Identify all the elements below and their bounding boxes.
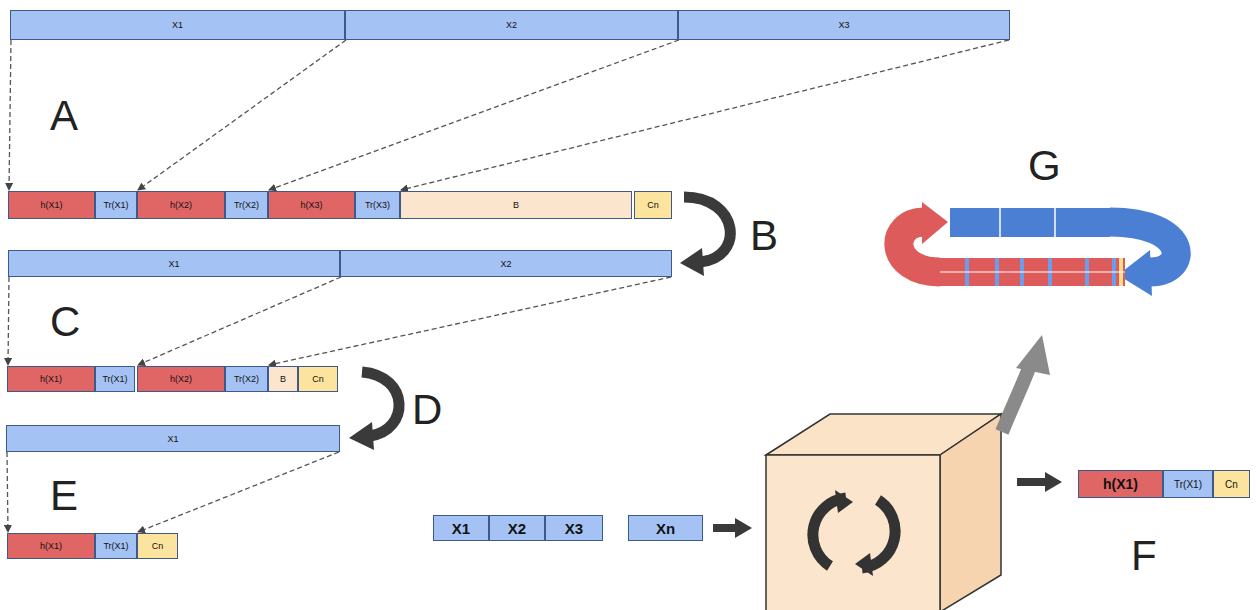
segment-label: Tr(X1) bbox=[103, 541, 128, 551]
segment-label: X3 bbox=[838, 20, 849, 30]
arrow bbox=[1002, 335, 1050, 432]
segment-box: Tr(X1) bbox=[95, 533, 137, 559]
segment-label: B bbox=[280, 374, 286, 384]
segment-label: Cn bbox=[152, 541, 164, 551]
segment-box: B bbox=[400, 191, 632, 219]
segment-box: h(X3) bbox=[268, 191, 355, 219]
segment-box: Cn bbox=[137, 533, 178, 559]
segment-label: Tr(X1) bbox=[1174, 479, 1202, 490]
segment-box: X1 bbox=[8, 250, 340, 277]
cycle-illustration bbox=[899, 202, 1176, 296]
segment-label: h(X2) bbox=[170, 374, 192, 384]
mapping-arrow bbox=[401, 40, 1009, 190]
segment-label: B bbox=[513, 200, 519, 210]
segment-label: X3 bbox=[565, 520, 583, 537]
segment-box: X3 bbox=[545, 515, 603, 541]
curved-arrow bbox=[680, 197, 730, 276]
segment-label: h(X3) bbox=[300, 200, 322, 210]
segment-label: h(X2) bbox=[170, 200, 192, 210]
segment-label: X1 bbox=[167, 434, 178, 444]
segment-box: X2 bbox=[345, 10, 678, 40]
mapping-arrow bbox=[138, 40, 346, 190]
segment-label: X2 bbox=[508, 520, 526, 537]
segment-label: Tr(X3) bbox=[365, 200, 390, 210]
segment-box: Cn bbox=[298, 366, 338, 392]
segment-label: Cn bbox=[647, 200, 659, 210]
segment-label: h(X1) bbox=[40, 541, 62, 551]
segment-box: h(X1) bbox=[1078, 470, 1163, 498]
segment-box: Cn bbox=[634, 191, 672, 219]
segment-label: Tr(X1) bbox=[103, 200, 128, 210]
mapping-arrow bbox=[8, 277, 9, 365]
segment-box: B bbox=[268, 366, 298, 392]
mapping-arrow bbox=[269, 40, 679, 190]
step-letter: E bbox=[50, 472, 78, 520]
break-mark bbox=[605, 512, 622, 543]
segment-box: Tr(X2) bbox=[225, 366, 268, 392]
segment-box: Tr(X3) bbox=[355, 191, 400, 219]
segment-box: Xn bbox=[628, 515, 703, 541]
step-letter: G bbox=[1028, 142, 1061, 190]
segment-label: Cn bbox=[1225, 479, 1238, 490]
segment-box: X1 bbox=[6, 425, 340, 452]
segment-label: Cn bbox=[312, 374, 324, 384]
mapping-arrow bbox=[7, 452, 8, 532]
segment-label: h(X1) bbox=[40, 374, 62, 384]
segment-label: Tr(X1) bbox=[102, 374, 127, 384]
segment-label: Tr(X2) bbox=[234, 374, 259, 384]
mapping-arrow bbox=[138, 452, 339, 532]
segment-label: Xn bbox=[656, 520, 675, 537]
segment-label: X2 bbox=[500, 259, 511, 269]
segment-box: Tr(X1) bbox=[95, 191, 137, 219]
segment-box: X1 bbox=[433, 515, 489, 541]
step-letter: D bbox=[412, 386, 442, 434]
segment-label: h(X1) bbox=[1103, 476, 1138, 492]
mapping-arrow bbox=[269, 277, 671, 365]
arrow bbox=[713, 518, 752, 538]
segment-box: Tr(X1) bbox=[95, 366, 135, 392]
segment-label: X1 bbox=[168, 259, 179, 269]
segment-label: X1 bbox=[172, 20, 183, 30]
segment-box: Tr(X1) bbox=[1163, 470, 1213, 498]
segment-box: h(X1) bbox=[8, 191, 95, 219]
segment-box: h(X2) bbox=[137, 366, 225, 392]
segment-label: h(X1) bbox=[40, 200, 62, 210]
segment-label: X1 bbox=[452, 520, 470, 537]
curved-arrow bbox=[349, 372, 399, 450]
mapping-arrow bbox=[138, 277, 341, 365]
segment-box: X2 bbox=[340, 250, 672, 277]
step-letter: A bbox=[50, 92, 78, 140]
segment-box: Tr(X2) bbox=[225, 191, 268, 219]
segment-label: X2 bbox=[506, 20, 517, 30]
processing-cube bbox=[766, 414, 1001, 610]
segment-box: X3 bbox=[678, 10, 1010, 40]
segment-box: X2 bbox=[489, 515, 545, 541]
segment-label: Tr(X2) bbox=[234, 200, 259, 210]
step-letter: C bbox=[50, 298, 80, 346]
segment-box: h(X1) bbox=[7, 366, 95, 392]
segment-box: X1 bbox=[10, 10, 345, 40]
step-letter: F bbox=[1131, 532, 1157, 580]
segment-box: Cn bbox=[1213, 470, 1250, 498]
arrow bbox=[1017, 472, 1062, 492]
segment-box: h(X2) bbox=[137, 191, 225, 219]
mapping-arrow bbox=[9, 40, 11, 190]
segment-box: h(X1) bbox=[7, 533, 95, 559]
step-letter: B bbox=[750, 212, 778, 260]
